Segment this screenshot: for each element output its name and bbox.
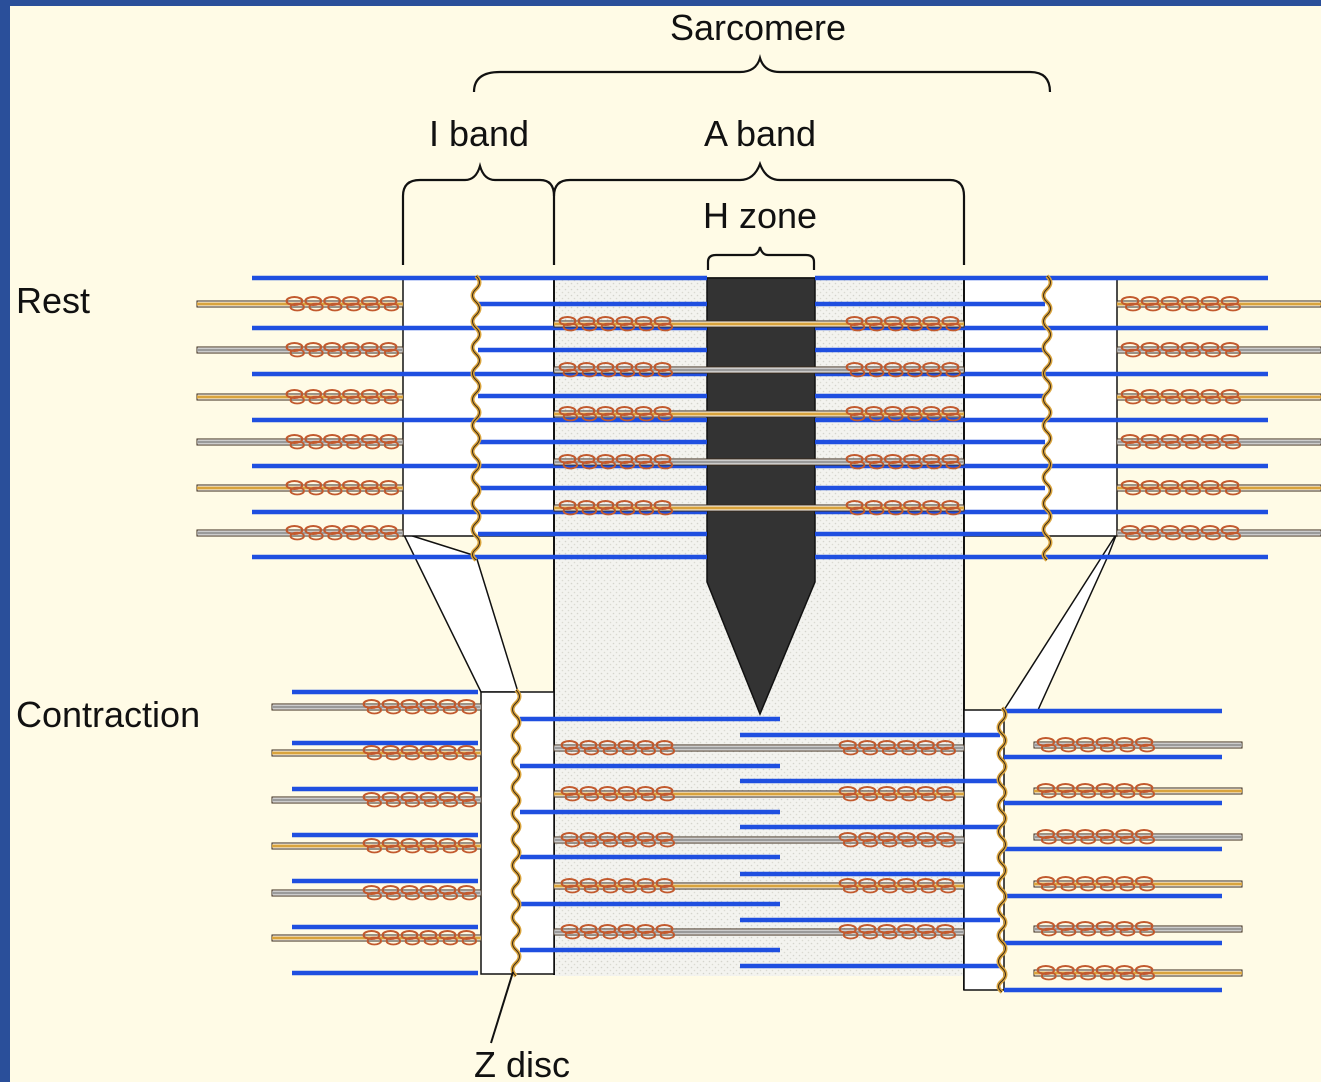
i-band-label: I band xyxy=(429,113,529,154)
a-band-label: A band xyxy=(704,113,816,154)
sarcomere-label: Sarcomere xyxy=(670,7,846,48)
rest-i-band-right xyxy=(964,278,1117,536)
contraction-label: Contraction xyxy=(16,694,200,735)
h-zone-label: H zone xyxy=(703,195,817,236)
rest-label: Rest xyxy=(16,280,90,321)
z-disc-label: Z disc xyxy=(474,1044,570,1082)
